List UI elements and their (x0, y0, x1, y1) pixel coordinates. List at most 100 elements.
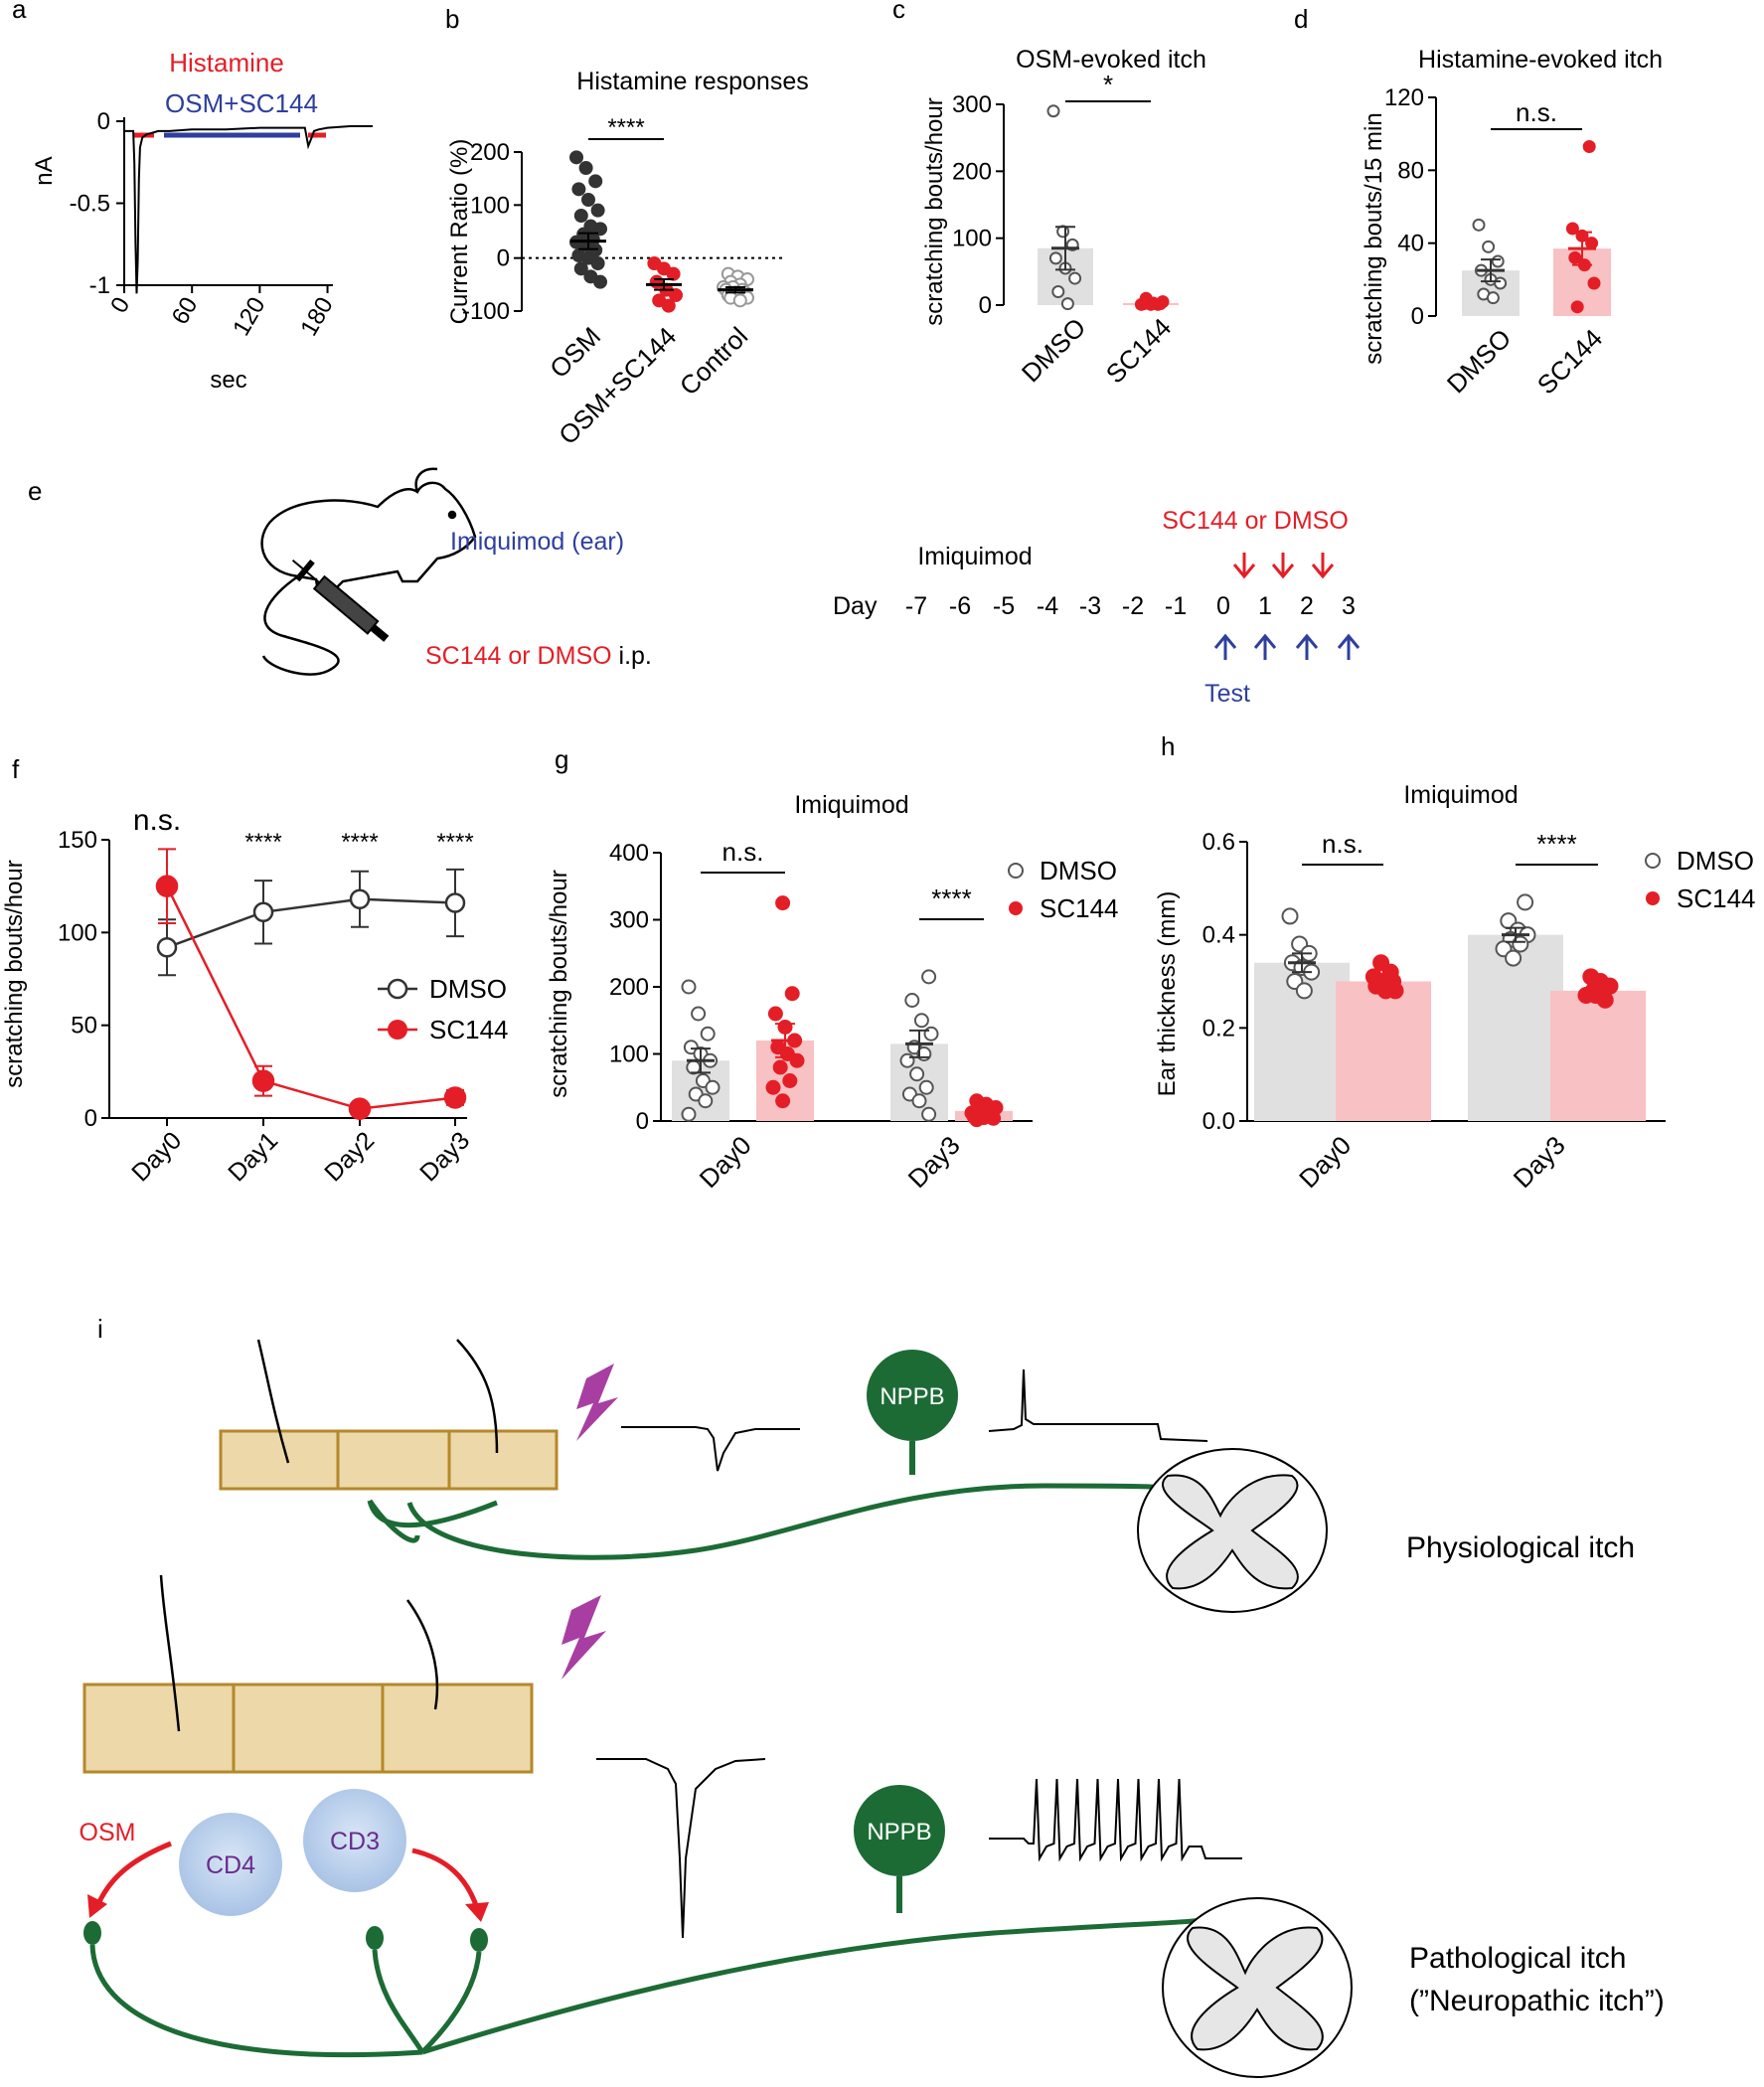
significance-label: **** (1536, 829, 1576, 859)
x-tick-label: 60 (167, 293, 204, 330)
y-tick-label: 100 (58, 919, 97, 946)
nppb-label: NPPB (867, 1819, 931, 1846)
injection-label: SC144 or DMSO i.p. (425, 642, 652, 670)
legend-marker (1008, 863, 1024, 879)
y-tick-label: 50 (71, 1013, 97, 1040)
panel-letter-e: e (28, 476, 42, 506)
timeline-day: -7 (905, 592, 927, 620)
significance-label: **** (931, 883, 971, 913)
treatment-arrow (1232, 553, 1256, 579)
data-point (1491, 254, 1505, 268)
y-tick-label: 0.6 (1203, 829, 1235, 856)
current-trace (124, 125, 373, 294)
data-point (1570, 300, 1584, 314)
y-axis-label-g: scratching bouts/hour (546, 870, 572, 1097)
treatment-label: SC144 or DMSO (1162, 507, 1349, 535)
x-tick-label: Control (674, 321, 753, 401)
bar (1336, 981, 1431, 1121)
syringe-icon (291, 559, 390, 642)
x-tick-label: 120 (228, 293, 270, 341)
cd3-label: CD3 (330, 1828, 380, 1855)
data-point (705, 1079, 721, 1095)
legend-label: SC144 (1040, 893, 1119, 923)
x-tick-label: Day3 (414, 1126, 475, 1187)
y-axis-label-a: nA (31, 156, 58, 185)
y-axis-label-h: Ear thickness (mm) (1154, 891, 1181, 1097)
x-tick-label: DMSO (1441, 323, 1517, 399)
legend-label: DMSO (1677, 846, 1754, 876)
data-point (1505, 949, 1523, 967)
histamine-label: Histamine (169, 48, 284, 78)
data-point (784, 986, 800, 1002)
nerve-ending (83, 1921, 101, 1945)
y-tick-label: 0 (636, 1108, 649, 1135)
y-tick-label: 100 (609, 1042, 649, 1068)
y-tick-label: -100 (462, 298, 510, 325)
significance-label: * (1103, 70, 1113, 99)
chart-title-g: Imiquimod (794, 791, 908, 819)
cd3-arrow (411, 1847, 480, 1909)
y-tick-label: 40 (1397, 231, 1424, 257)
data-point (569, 150, 583, 165)
y-tick-label: 0 (979, 292, 992, 319)
panel-g-chart: Imiquimod scratching bouts/hour 01002003… (546, 791, 1119, 1194)
data-point (913, 1013, 929, 1029)
data-point (156, 937, 178, 958)
y-tick-label: 0.2 (1203, 1015, 1235, 1042)
data-point (581, 193, 595, 207)
treatment-arrow (1311, 553, 1335, 579)
data-point (921, 969, 937, 985)
timeline-day: 1 (1258, 592, 1272, 620)
y-axis-label-c: scratching bouts/hour (921, 97, 948, 325)
data-point (782, 1073, 798, 1088)
timeline-day: -6 (949, 592, 971, 620)
data-point (700, 1026, 716, 1042)
data-point (923, 1026, 939, 1042)
hair (405, 1599, 439, 1710)
data-point (669, 288, 683, 302)
bar (1550, 990, 1646, 1121)
osm-arrow (94, 1841, 172, 1907)
skin-cell (82, 1683, 236, 1774)
data-point (904, 993, 920, 1008)
y-tick-label: 0.0 (1203, 1108, 1235, 1135)
panel-i-schematic: NPPB Physiological itch NPPB CD4 CD3 (80, 1339, 1665, 2078)
x-tick-label: Day3 (902, 1130, 966, 1194)
data-point (571, 182, 586, 197)
y-tick-label: 150 (58, 827, 97, 854)
data-point (899, 1052, 915, 1068)
significance-label: **** (436, 829, 473, 856)
data-point (593, 222, 607, 237)
x-tick-label: OSM (544, 321, 606, 384)
data-point (1512, 935, 1529, 953)
spinal-cord-icon (1137, 1448, 1328, 1613)
y-axis-label-f: scratching bouts/hour (1, 860, 28, 1087)
y-tick-label: -0.5 (70, 191, 110, 218)
sensory-fiber-physiological (367, 1483, 1204, 1560)
y-tick-label: 300 (952, 91, 992, 118)
hair (256, 1339, 290, 1464)
data-point (1051, 285, 1065, 299)
skin-physiological (219, 1339, 559, 1491)
panel-letter-a: a (12, 0, 27, 24)
data-point (155, 875, 179, 897)
y-tick-label: 0.4 (1203, 922, 1235, 949)
data-point (969, 1112, 985, 1128)
data-point (789, 1052, 805, 1068)
test-label: Test (1204, 680, 1250, 708)
series-line (166, 897, 456, 949)
osm-label: OSM (80, 1819, 136, 1846)
pathological-itch-label: Pathological itch (1409, 1942, 1626, 1975)
data-point (909, 1066, 925, 1082)
skin-cell (219, 1429, 340, 1491)
data-point (775, 1093, 791, 1109)
data-point (1048, 251, 1062, 265)
timeline-day: 0 (1216, 592, 1230, 620)
panel-letter-g: g (555, 744, 568, 774)
data-point (698, 1093, 714, 1109)
nerve-ending (366, 1926, 384, 1950)
panel-letter-c: c (892, 0, 905, 24)
panel-letter-h: h (1161, 731, 1175, 761)
x-tick-label: DMSO (1016, 312, 1091, 388)
cd3-cell-icon: CD3 (303, 1789, 406, 1892)
